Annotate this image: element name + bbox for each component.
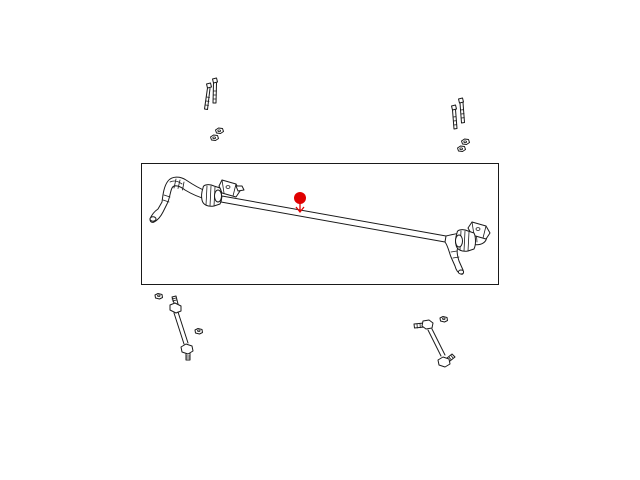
bolt-left-2[interactable] — [212, 77, 218, 104]
stabilizer-bar-bushing-left[interactable] — [201, 179, 245, 207]
bushing-bolts-left[interactable] — [204, 77, 218, 110]
nut-right-2[interactable] — [461, 138, 470, 145]
stabilizer-link-right[interactable] — [413, 316, 456, 368]
stabilizer-bar-frame — [141, 163, 499, 285]
link-left-top-nut[interactable] — [154, 293, 163, 300]
bushing-bolts-right[interactable] — [451, 97, 465, 130]
bolt-right-2[interactable] — [458, 97, 465, 124]
callout-arrow-head — [295, 206, 305, 214]
stabilizer-link-left[interactable] — [154, 293, 203, 361]
link-right-top-nut[interactable] — [439, 316, 448, 323]
location-pin-icon[interactable] — [294, 192, 306, 204]
nut-left-2[interactable] — [215, 127, 224, 134]
stabilizer-bar-bushing-right[interactable] — [455, 221, 491, 252]
bolt-left-1[interactable] — [204, 82, 212, 110]
bushing-nuts-right[interactable] — [457, 138, 470, 152]
link-left-side-nut[interactable] — [194, 328, 203, 335]
nut-right-1[interactable] — [457, 145, 466, 152]
nut-left-1[interactable] — [210, 134, 219, 141]
callout-marker[interactable] — [294, 192, 306, 214]
bushing-nuts-left[interactable] — [210, 127, 224, 141]
bolt-right-1[interactable] — [451, 104, 458, 130]
stabilizer-bar[interactable] — [149, 176, 488, 275]
